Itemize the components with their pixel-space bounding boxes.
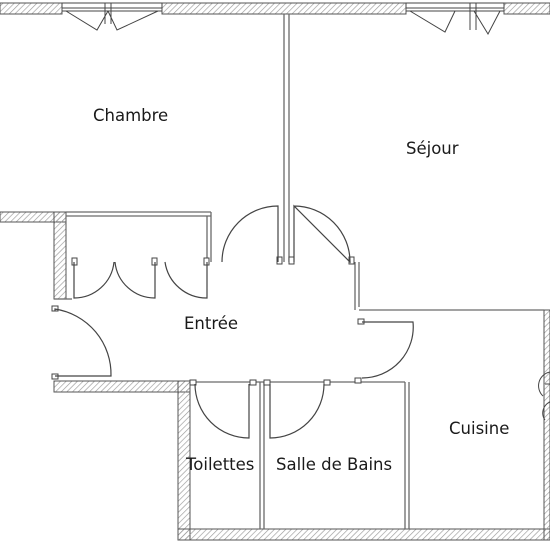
wall-top-right (503, 2, 550, 15)
room-label-salle-de-bains: Salle de Bains (276, 455, 393, 474)
room-label-chambre: Chambre (93, 106, 169, 125)
closet-door-left (73, 261, 115, 299)
window-left (61, 2, 163, 31)
chambre-door (221, 205, 279, 263)
window-right (405, 2, 505, 36)
room-label-entree: Entrée (184, 314, 239, 333)
entry-door (54, 308, 112, 377)
toilettes-door (194, 383, 250, 439)
door-swings (54, 204, 414, 439)
sdb-door (269, 383, 325, 439)
wall-lower-horizontal (53, 380, 191, 393)
room-label-cuisine: Cuisine (449, 419, 510, 438)
wall-right-edge (543, 309, 550, 541)
cuisine-door (361, 321, 414, 379)
window-cuisine-partial (538, 371, 550, 421)
sejour-door (293, 204, 351, 264)
wall-top-middle (161, 2, 407, 15)
closet-door-right (114, 261, 156, 299)
closet-door-small (164, 261, 208, 299)
wall-top-left (0, 2, 63, 15)
room-label-toilettes: Toilettes (186, 455, 255, 474)
wall-left-vertical (53, 211, 67, 300)
interior-partitions (54, 14, 544, 529)
room-label-sejour: Séjour (406, 139, 459, 158)
door-jambs (51, 256, 365, 386)
wall-bottom (177, 528, 550, 541)
